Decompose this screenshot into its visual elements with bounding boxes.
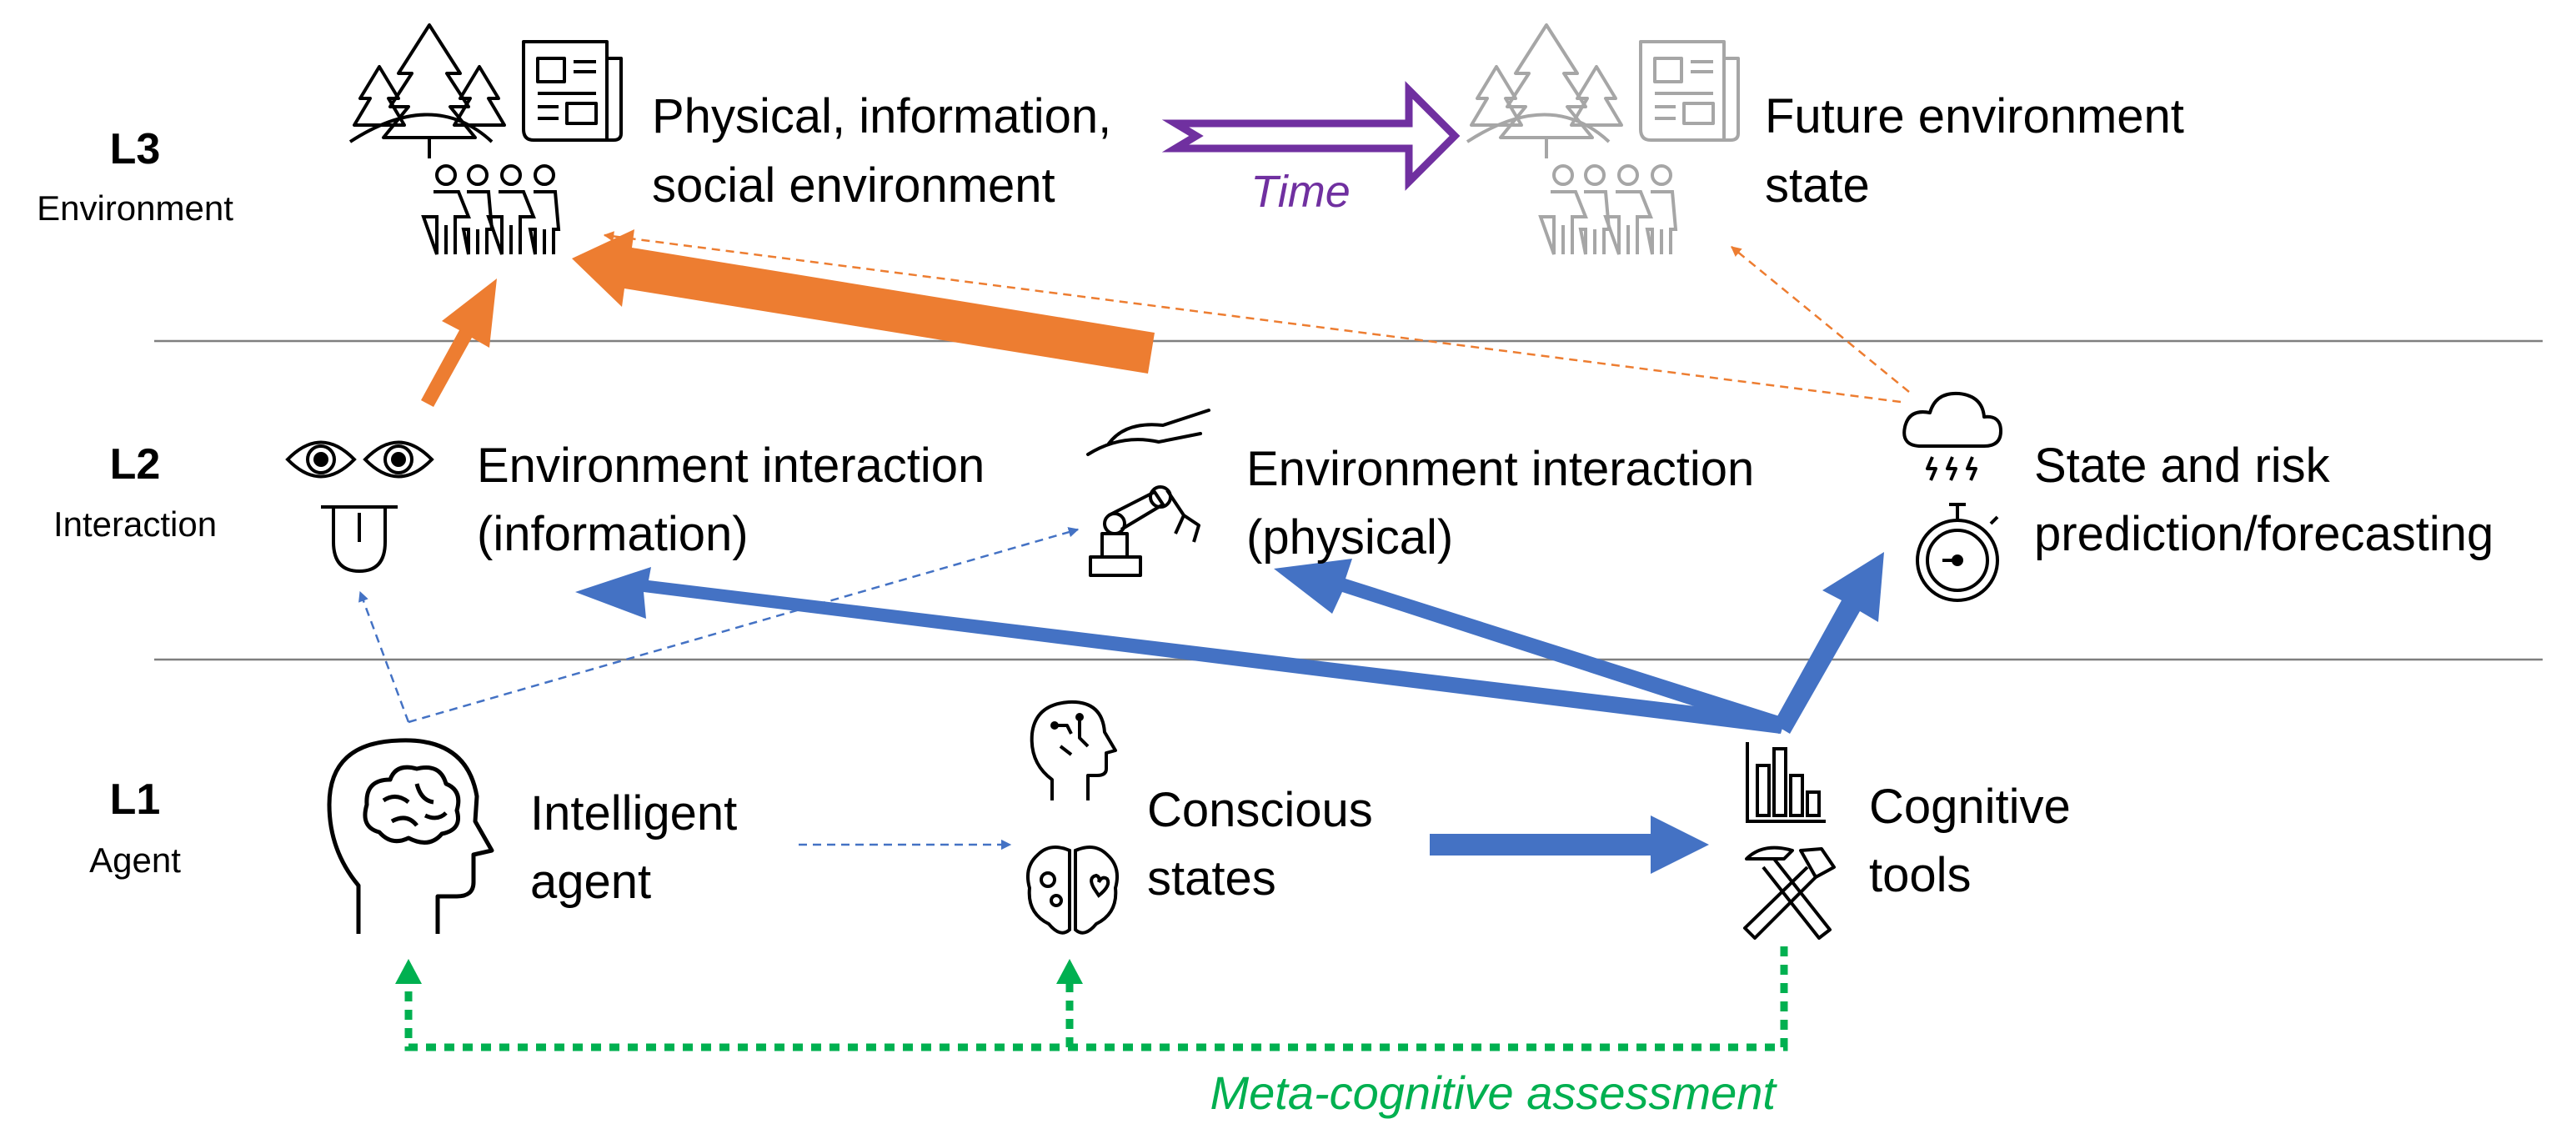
node-conscious: Conscious states <box>1147 783 1373 906</box>
tongue-icon <box>321 505 398 574</box>
node-agent: Intelligent agent <box>530 786 737 909</box>
node-label-line1: Environment interaction <box>1246 442 1754 496</box>
storm-cloud-icon <box>1902 391 2002 481</box>
level-label-l1: L1 Agent <box>89 775 181 880</box>
people-group-icon <box>1538 164 1678 255</box>
robot-arm-icon <box>1089 485 1200 577</box>
node-label-line1: Conscious <box>1147 783 1373 837</box>
level-code: L3 <box>110 125 161 173</box>
people-group-icon <box>421 164 561 255</box>
forest-icon <box>348 23 506 158</box>
arrow-tools-to-phys-interaction <box>1274 559 1787 734</box>
level-label-l2: L2 Interaction <box>53 440 217 544</box>
circuit-head-icon <box>1030 700 1117 800</box>
node-interaction-phys: Environment interaction (physical) <box>1246 442 1754 564</box>
node-label-line2: states <box>1147 851 1276 906</box>
brain-head-icon <box>327 738 494 934</box>
arrow-agent-to-info-dashed <box>358 590 410 723</box>
newspaper-icon <box>522 40 623 142</box>
arrow-agent-to-phys-dashed <box>408 527 1080 724</box>
node-label-line2: (physical) <box>1246 510 1453 564</box>
node-label-line1: Intelligent <box>530 786 737 840</box>
node-label-line2: prediction/forecasting <box>2034 507 2493 561</box>
node-label-line1: Cognitive <box>1869 780 2071 834</box>
time-label: Time <box>1250 167 1351 217</box>
arrow-tools-to-info-interaction <box>575 567 1786 734</box>
newspaper-icon <box>1639 40 1740 142</box>
node-label-line1: State and risk <box>2034 439 2331 493</box>
level-name: Environment <box>37 188 233 228</box>
level-code: L2 <box>110 440 161 489</box>
eyes-icon <box>285 440 434 479</box>
stopwatch-icon <box>1916 503 1999 602</box>
node-label-line2: state <box>1765 158 1870 213</box>
node-label-line1: Future environment <box>1765 89 2184 143</box>
node-label-line1: Physical, information, <box>652 89 1111 143</box>
node-label-line2: (information) <box>477 507 749 561</box>
node-prediction: State and risk prediction/forecasting <box>2034 439 2493 561</box>
node-interaction-info: Environment interaction (information) <box>477 439 985 561</box>
node-tools: Cognitive tools <box>1869 780 2071 902</box>
arrow-info-interaction-to-env <box>421 278 497 407</box>
arrow-conscious-to-tools <box>1430 815 1709 874</box>
node-label-line1: Environment interaction <box>477 439 985 493</box>
bar-chart-icon <box>1746 742 1826 823</box>
meta-arrowhead-agent <box>395 959 422 984</box>
node-env-future: Future environment state <box>1765 89 2184 213</box>
level-name: Agent <box>89 840 181 880</box>
node-env-now: Physical, information, social environmen… <box>652 89 1111 213</box>
hammer-pick-icon <box>1743 845 1836 940</box>
meta-cognitive-label: Meta-cognitive assessment <box>1210 1066 1777 1119</box>
node-label-line2: agent <box>530 855 651 909</box>
level-code: L1 <box>110 775 161 824</box>
meta-arrowhead-conscious <box>1056 959 1083 984</box>
level-name: Interaction <box>53 504 217 544</box>
time-arrow <box>1161 81 1461 191</box>
meta-cognitive-loop <box>404 946 1788 1051</box>
node-label-line2: tools <box>1869 848 1972 902</box>
node-label-line2: social environment <box>652 158 1055 213</box>
level-label-l3: L3 Environment <box>37 125 233 228</box>
arrow-info-to-env-dashed <box>603 231 1902 404</box>
forest-icon <box>1466 23 1623 158</box>
arrow-prediction-to-future-dashed <box>1731 246 1910 393</box>
hand-icon <box>1086 409 1210 456</box>
arrow-tools-to-prediction <box>1773 552 1884 734</box>
arrow-phys-interaction-to-env <box>572 229 1155 374</box>
brain-emotion-icon <box>1026 845 1119 935</box>
